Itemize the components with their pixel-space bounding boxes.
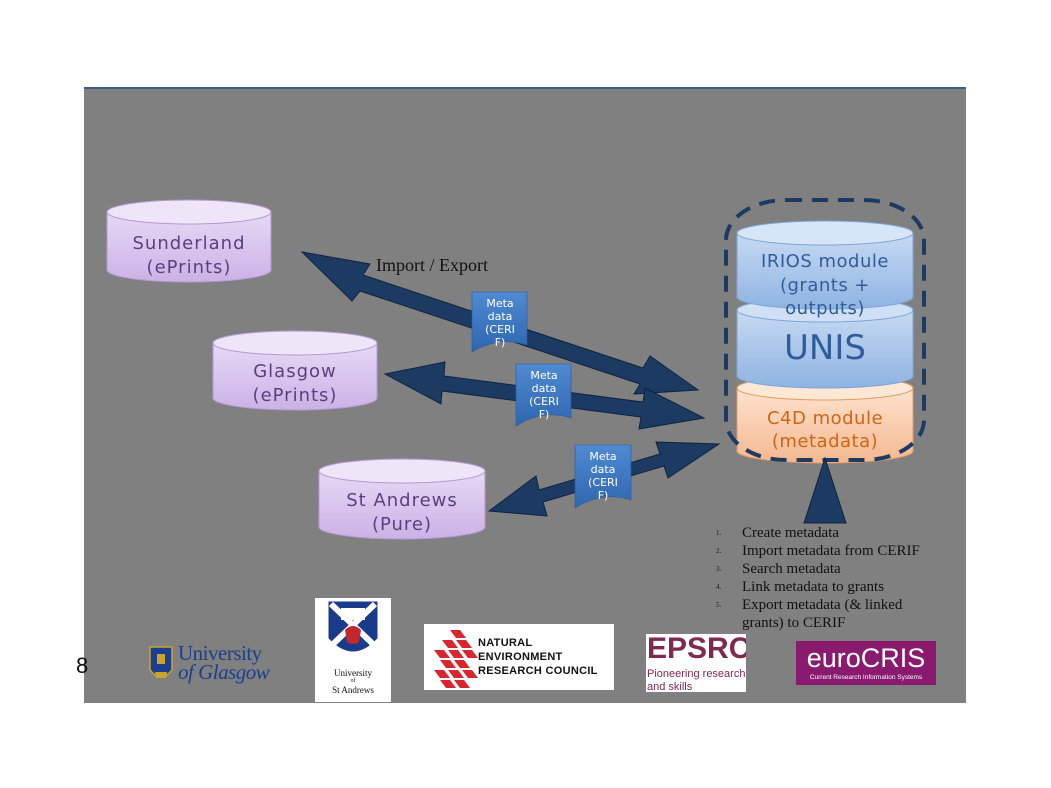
- tag-line: (CERI: [588, 476, 618, 489]
- list-number: 3.: [716, 565, 722, 573]
- list-text: Search metadata: [742, 561, 841, 577]
- import-export-label: Import / Export: [376, 255, 488, 275]
- tag-line: data: [532, 382, 557, 395]
- university-of-st-andrews-logo: University of St Andrews: [315, 598, 391, 702]
- st-andrews-line2: of: [350, 678, 356, 684]
- st-andrews-line1: University: [334, 668, 372, 678]
- tag-line: Meta: [530, 369, 557, 382]
- list-item: 2. Import metadata from CERIF: [716, 542, 946, 560]
- unis-stack: C4D module (metadata) UNIS IRIOS module …: [724, 198, 926, 464]
- c4d-title: C4D module: [767, 408, 883, 429]
- epsrc-name: EPSRC: [647, 634, 746, 665]
- tag-line: (CERI: [529, 395, 559, 408]
- list-item: 3. Search metadata: [716, 560, 946, 578]
- glasgow-logo-line2: of Glasgow: [178, 660, 270, 684]
- tag-line: data: [488, 310, 513, 323]
- unis-title: UNIS: [784, 328, 866, 368]
- tag-line: (CERI: [485, 323, 515, 336]
- nerc-line3: RESEARCH COUNCIL: [478, 665, 598, 677]
- pointer-triangle-icon: [803, 456, 847, 524]
- eurocris-name: euroCRIS: [806, 643, 926, 673]
- irios-title: IRIOS module: [761, 251, 889, 272]
- st-andrews-line3: St Andrews: [332, 685, 374, 695]
- list-text: Export metadata (& linked: [742, 597, 903, 613]
- list-text: Link metadata to grants: [742, 579, 885, 595]
- c4d-subtitle: (metadata): [772, 431, 878, 452]
- list-item: 4. Link metadata to grants: [716, 578, 946, 596]
- list-item: grants) to CERIF: [716, 614, 946, 632]
- list-text: grants) to CERIF: [742, 615, 846, 631]
- list-item: 5. Export metadata (& linked: [716, 596, 946, 614]
- list-number: 5.: [716, 601, 722, 609]
- nerc-logo: NATURAL ENVIRONMENT RESEARCH COUNCIL: [424, 624, 614, 690]
- irios-subtitle-2: outputs): [785, 298, 865, 319]
- glasgow-crest-icon: [149, 646, 173, 678]
- epsrc-tagline-1: Pioneering research: [647, 668, 746, 680]
- tag-line: data: [591, 463, 616, 476]
- list-item: 1. Create metadata: [716, 524, 946, 542]
- repo-glasgow: Glasgow (ePrints): [212, 330, 378, 411]
- epsrc-logo: EPSRC Pioneering research and skills: [646, 634, 746, 692]
- eurocris-logo: euroCRIS Current Research Information Sy…: [796, 641, 936, 685]
- repo-st-andrews-name: St Andrews: [346, 490, 458, 511]
- epsrc-tagline-2: and skills: [647, 681, 693, 692]
- repo-st-andrews: St Andrews (Pure): [318, 458, 486, 540]
- metadata-tag-1: Meta data (CERI F): [471, 291, 528, 353]
- tag-line: F): [495, 336, 506, 349]
- nerc-mark-icon: [434, 630, 478, 688]
- metadata-tag-2: Meta data (CERI F): [515, 363, 572, 427]
- tag-line: Meta: [486, 297, 513, 310]
- nerc-line1: NATURAL: [478, 637, 533, 649]
- irios-module: IRIOS module (grants + outputs): [736, 220, 914, 319]
- irios-subtitle-1: (grants +: [780, 275, 870, 296]
- nerc-line2: ENVIRONMENT: [478, 651, 563, 663]
- tag-line: Meta: [589, 450, 616, 463]
- repo-glasgow-name: Glasgow: [253, 361, 337, 382]
- list-text: Import metadata from CERIF: [742, 543, 920, 559]
- repo-sunderland-name: Sunderland: [132, 233, 245, 254]
- repo-sunderland: Sunderland (ePrints): [106, 199, 272, 283]
- st-andrews-crest-icon: [328, 601, 378, 652]
- list-number: 2.: [716, 547, 722, 555]
- university-of-glasgow-logo: University of Glasgow: [148, 641, 280, 688]
- tag-line: F): [598, 489, 609, 502]
- list-number: 1.: [716, 529, 722, 537]
- glasgow-logo-line1: University: [178, 641, 262, 665]
- page-number: 8: [76, 653, 89, 678]
- tag-line: F): [539, 408, 550, 421]
- repo-sunderland-system: (ePrints): [147, 257, 232, 278]
- repo-glasgow-system: (ePrints): [253, 385, 338, 406]
- list-text: Create metadata: [742, 525, 840, 541]
- repo-st-andrews-system: (Pure): [372, 514, 432, 535]
- c4d-functions-list: 1. Create metadata 2. Import metadata from…: [716, 524, 946, 632]
- c4d-module: C4D module (metadata): [736, 375, 914, 464]
- list-number: 4.: [716, 583, 722, 591]
- eurocris-tagline: Current Research Information Systems: [809, 674, 923, 681]
- metadata-tag-3: Meta data (CERI F): [574, 444, 632, 509]
